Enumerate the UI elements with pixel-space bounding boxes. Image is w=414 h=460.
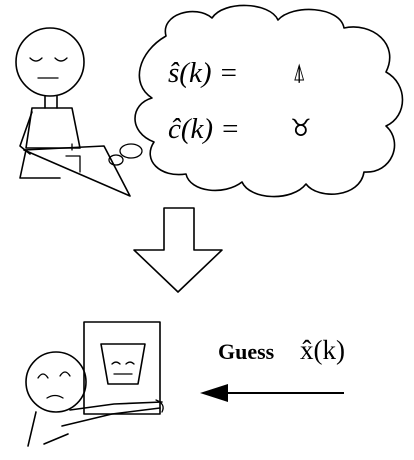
left-arrow-icon [200, 384, 344, 402]
thinker-right-eye [54, 57, 68, 62]
cloud-line2-symbol: ♉ [290, 114, 312, 142]
cup-drawing-icon [100, 343, 146, 385]
thinker-lap [19, 149, 61, 179]
thought-trail [108, 143, 143, 166]
guesser-right-eye [59, 371, 71, 377]
thinking-person [15, 27, 131, 197]
thought-cloud [134, 4, 404, 198]
guesser-left-eye [37, 373, 49, 379]
left-arrow-head [200, 384, 228, 402]
guesser-body-right [43, 433, 69, 445]
guesser-mouth [46, 394, 64, 399]
thinker-torso [25, 107, 81, 149]
thought-dot-small [108, 154, 124, 166]
guess-label: Guess [218, 339, 275, 364]
cloud-line2-math: ĉ(k) = [168, 113, 240, 145]
guesser-hand [155, 399, 164, 413]
cup-drawing-face [111, 361, 135, 375]
cloud-line1-math: ŝ(k) = [168, 57, 238, 89]
down-arrow-icon [133, 207, 223, 293]
thinker-left-eye [29, 57, 43, 62]
guess-card [83, 321, 161, 415]
guesser-arm-upper [69, 401, 163, 411]
guesser-arm-lower [61, 407, 161, 427]
guess-math: x̂(k) [300, 335, 345, 365]
thought-dot-medium [119, 143, 143, 159]
cloud-line1-symbol: ⍋ [292, 58, 306, 86]
thinker-hand [65, 143, 81, 173]
thinker-neck [44, 95, 58, 109]
thinker-notebook [23, 145, 131, 197]
guessing-person [25, 321, 164, 447]
guesser-head [25, 351, 87, 413]
thinker-head [15, 27, 85, 97]
guesser-body-left [27, 411, 37, 447]
